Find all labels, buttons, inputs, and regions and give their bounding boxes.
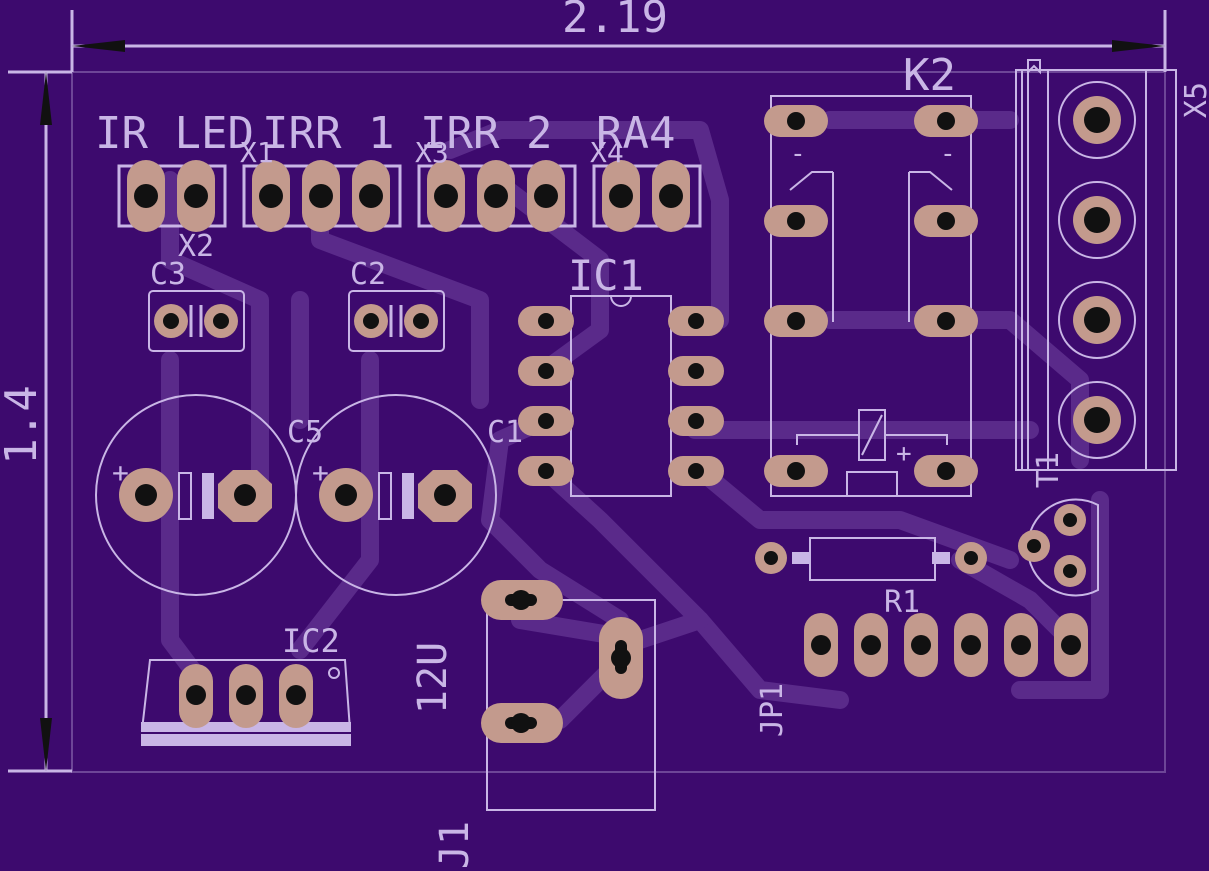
ic1-dip8: IC1: [518, 251, 724, 497]
minus-sign: -: [940, 139, 956, 169]
terminal-block-x5: X5: [1015, 59, 1209, 471]
ra4-label: RA4: [596, 108, 675, 159]
j1-label: J1: [432, 821, 478, 869]
r1-label: R1: [884, 585, 920, 620]
irr2-label: IRR 2: [420, 108, 552, 159]
x5-label: X5: [1179, 82, 1209, 118]
height-dimension: 1.4: [0, 70, 72, 773]
width-dimension-label: 2.19: [562, 0, 668, 43]
12v-label: 12U: [410, 642, 456, 714]
connector-x2: X2: [117, 160, 227, 264]
capacitor-c3: C3: [148, 257, 245, 352]
c2-label: C2: [350, 257, 386, 292]
x2-label: X2: [178, 229, 214, 264]
minus-sign: -: [790, 139, 806, 169]
electrolytic-capacitor-left: +: [95, 394, 297, 596]
header-jp1: JP1: [755, 613, 1088, 737]
c3-label: C3: [150, 257, 186, 292]
c5-label: C5: [287, 415, 323, 450]
ic2-label: IC2: [282, 622, 340, 660]
regulator-ic2: IC2: [140, 622, 352, 746]
t1-label: T1: [1031, 452, 1066, 488]
k2-label: K2: [903, 50, 956, 101]
relay-k2: K2 - - +: [764, 50, 978, 497]
dc-jack-j1: 12U J1: [410, 580, 656, 869]
board-outline: [71, 71, 1166, 773]
c1-label: C1: [487, 415, 523, 450]
x3-label: X3: [415, 136, 449, 169]
plus-sign: +: [896, 439, 912, 469]
transistor-t1: T1: [1018, 452, 1099, 597]
connector-x1: X1: [240, 136, 402, 232]
irr1-label: IRR 1: [262, 108, 394, 159]
connector-x4: X4: [590, 136, 702, 232]
jp1-label: JP1: [755, 683, 790, 737]
ir-led-label: IR LED: [95, 108, 254, 159]
height-dimension-label: 1.4: [0, 385, 47, 464]
resistor-r1: R1: [755, 537, 987, 620]
plus-sign: +: [312, 456, 329, 489]
ic1-label: IC1: [568, 251, 644, 300]
x1-label: X1: [240, 136, 274, 169]
plus-sign: +: [112, 456, 129, 489]
width-dimension: 2.19: [70, 0, 1167, 72]
connector-x3: X3: [415, 136, 577, 232]
x4-label: X4: [590, 136, 624, 169]
capacitor-c2: C2: [348, 257, 445, 352]
capacitor-c5: + C5: [287, 394, 497, 596]
